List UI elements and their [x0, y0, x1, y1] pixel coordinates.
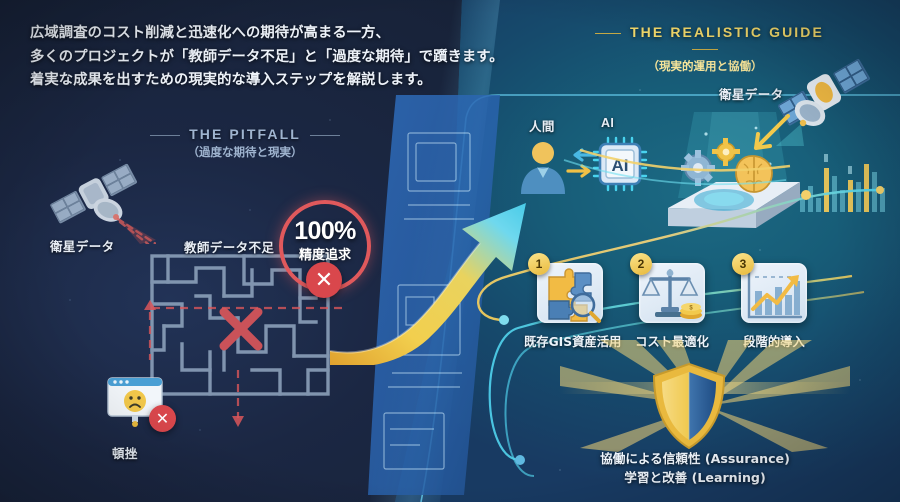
step-1-number: 1: [528, 253, 550, 275]
step-2-card[interactable]: 2 $: [630, 253, 705, 323]
headline-line-3: 着実な成果を出すための現実的な導入ステップを解説します。: [30, 72, 432, 88]
headline-text: 広域調査のコスト削減と迅速化への期待が高まる一方、 多くのプロジェクトが「教師デ…: [30, 22, 504, 93]
guide-title-jp: （現実的運用と協働）: [647, 59, 763, 73]
maze-icon: [150, 254, 330, 396]
satellite-blue-icon: [776, 59, 870, 146]
step-1[interactable]: 1 既存GIS資産活用: [524, 253, 622, 350]
scales-coins-icon: $: [641, 269, 702, 319]
project-failure-node: ✕: [98, 368, 176, 438]
guide-satellite-label: 衛星データ: [719, 87, 784, 102]
pitfall-title-jp: （過度な期待と現実）: [187, 145, 303, 159]
pitfall-section-title: THE PITFALL （過度な期待と現実）: [115, 126, 375, 160]
badge-caption: 精度追求: [298, 248, 351, 263]
accuracy-pursuit-badge: 100% 精度追求 ✕: [279, 200, 371, 298]
assurance-caption: 協働による信頼性 (Assurance) 学習と改善 (Learning): [540, 449, 850, 487]
growth-chart-icon: [747, 269, 803, 319]
human-figure-icon: [521, 142, 565, 194]
failure-cross-icon: ✕: [149, 405, 176, 432]
human-ai-exchange-arrows: [566, 148, 598, 178]
bar-chart-decoration: [800, 154, 885, 212]
step-2[interactable]: 2 $ コスト最適化: [626, 253, 718, 350]
step-1-card[interactable]: 1: [528, 253, 603, 323]
sad-monitor-icon: [107, 377, 163, 427]
puzzle-magnifier-icon: [548, 268, 601, 323]
step-3[interactable]: 3 段階的導入: [728, 253, 820, 350]
cross-mark-icon: ✕: [306, 262, 342, 298]
ai-platform-icon: [668, 138, 800, 228]
satellite-grey-icon: [50, 163, 156, 244]
guide-title-en: THE REALISTIC GUIDE: [565, 24, 845, 56]
ai-label: AI: [601, 116, 615, 130]
pitfall-satellite-label: 衛星データ: [50, 239, 115, 254]
blueprint-panel: [368, 95, 500, 495]
guide-section-title: THE REALISTIC GUIDE （現実的運用と協働）: [565, 24, 845, 74]
step-2-number: 2: [630, 253, 652, 275]
insufficient-training-data-label: 教師データ不足: [184, 240, 275, 255]
flow-connectors: [477, 148, 884, 477]
headline-line-1: 広域調査のコスト削減と迅速化への期待が高まる一方、: [30, 25, 390, 41]
step-3-number: 3: [732, 253, 754, 275]
failure-path-dashed: [144, 300, 342, 427]
assurance-line-1: 協働による信頼性 (Assurance): [600, 451, 790, 466]
step-3-card[interactable]: 3: [732, 253, 807, 323]
shield-icon: [652, 362, 726, 450]
human-label: 人間: [529, 119, 555, 134]
failure-label: 頓挫: [112, 446, 138, 461]
svg-text:$: $: [689, 306, 693, 312]
assurance-line-2: 学習と改善 (Learning): [624, 470, 766, 485]
pitfall-title-en: THE PITFALL: [115, 126, 375, 142]
growth-arrow-icon: [330, 203, 526, 365]
headline-line-2: 多くのプロジェクトが「教師データ不足」と「過度な期待」で躓きます。: [30, 48, 504, 65]
step-1-caption: 既存GIS資産活用: [524, 335, 622, 349]
badge-percent: 100%: [294, 217, 356, 245]
